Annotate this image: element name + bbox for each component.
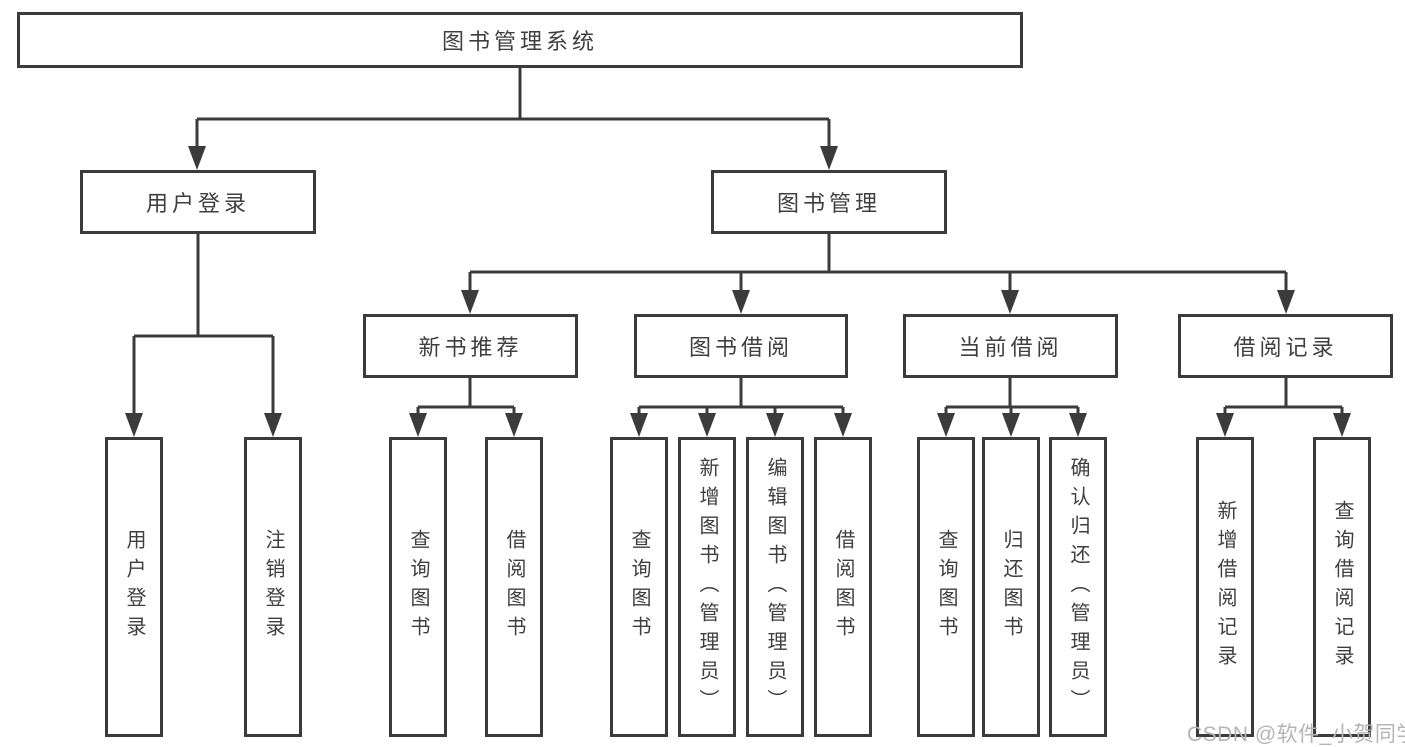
arrowhead-current-borrowing [1001,290,1019,314]
arrowhead-query-borrow-record [1333,413,1351,437]
node-confirm-return-admin: 确认归还（管理员） [1049,437,1107,737]
connector-new-book-recommend-children [416,378,516,417]
node-current-borrowing: 当前借阅 [903,314,1118,378]
arrowhead-query-books-current [937,413,955,437]
arrowhead-leaf-logout [264,413,282,437]
node-new-book-recommend: 新书推荐 [363,314,578,378]
connector-borrowing-records-children [1223,378,1344,417]
arrowhead-borrow-books-borrowing [834,413,852,437]
arrowhead-borrowing-records [1277,290,1295,314]
connector-current-borrowing-children [944,378,1080,417]
connector-book-management-children [468,234,1288,294]
node-library-system: 图书管理系统 [17,12,1023,68]
arrowhead-new-book-recommend [461,290,479,314]
node-query-borrow-record: 查询借阅记录 [1313,437,1371,737]
arrowhead-query-books-recommend [409,413,427,437]
arrowhead-leaf-user-login [125,413,143,437]
node-book-borrowing: 图书借阅 [634,314,848,378]
node-user-login: 用户登录 [80,170,316,234]
arrowhead-query-books-borrowing [630,413,648,437]
node-borrow-books-borrowing: 借阅图书 [814,437,872,737]
node-book-management: 图书管理 [711,170,947,234]
node-borrowing-records: 借阅记录 [1178,314,1393,378]
csdn-watermark: CSDN @软件_小贺同学 [1187,723,1405,746]
connector-book-borrowing-children [637,378,845,417]
arrowhead-return-books [1002,413,1020,437]
connector-user-login-children [132,234,275,417]
connector-root-to-level2 [195,68,831,150]
arrowhead-book-borrowing [732,290,750,314]
arrowhead-confirm-return-admin [1069,413,1087,437]
arrowhead-edit-books-admin [766,413,784,437]
arrowhead-book-management [820,146,838,170]
node-return-books: 归还图书 [982,437,1040,737]
arrowhead-add-books-admin [698,413,716,437]
arrowhead-add-borrow-record [1216,413,1234,437]
node-add-borrow-record: 新增借阅记录 [1196,437,1254,737]
node-query-books-borrowing: 查询图书 [610,437,668,737]
node-borrow-books-recommend: 借阅图书 [485,437,543,737]
node-leaf-user-login: 用户登录 [105,437,163,737]
node-query-books-recommend: 查询图书 [389,437,447,737]
node-edit-books-admin: 编辑图书（管理员） [746,437,804,737]
arrowhead-user-login [188,146,206,170]
arrowhead-borrow-books-recommend [505,413,523,437]
node-add-books-admin: 新增图书（管理员） [678,437,736,737]
node-query-books-current: 查询图书 [917,437,975,737]
node-leaf-logout: 注销登录 [244,437,302,737]
